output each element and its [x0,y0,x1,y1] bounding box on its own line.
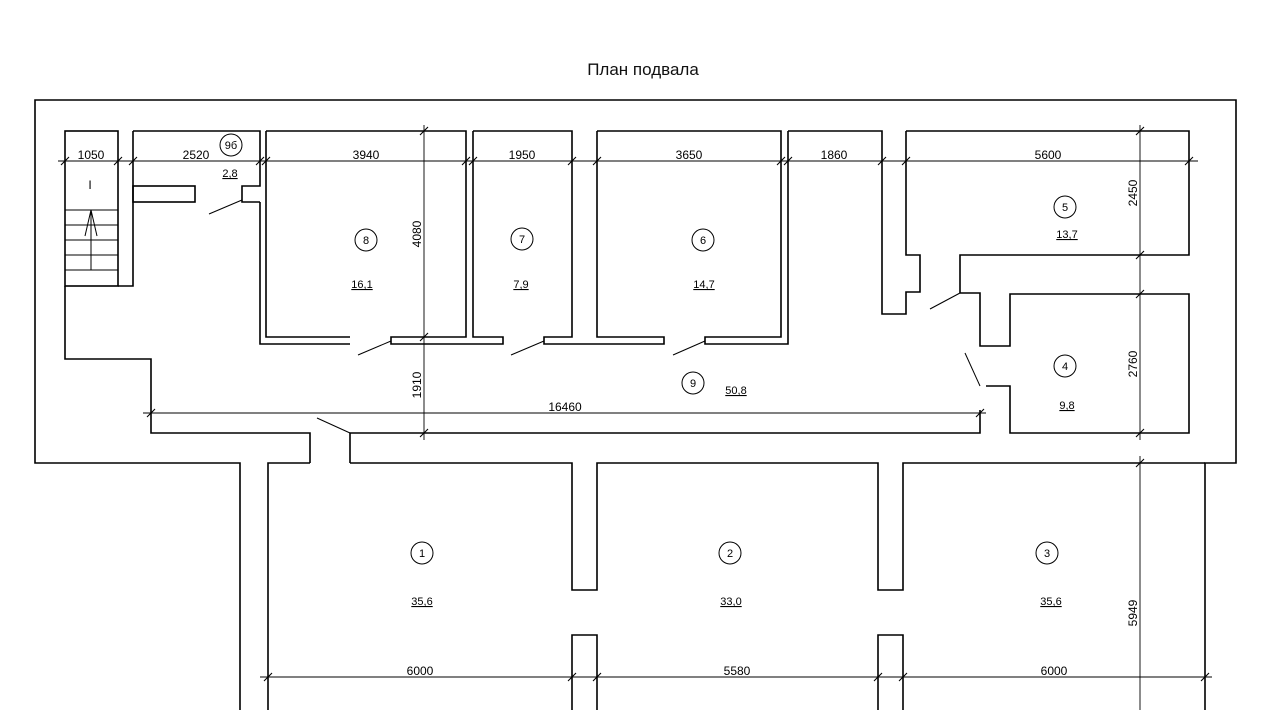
room-5-walls [906,130,1190,293]
room-1-marker: 1 35,6 [410,541,434,608]
room-8-door [357,340,392,356]
corridor-door [316,417,351,434]
dim-5600: 5600 [1035,148,1062,162]
room-5-marker: 5 13,7 [1053,195,1078,241]
room-number: 6 [700,235,706,247]
room-1860-walls [788,130,921,315]
outer-wall [34,99,1237,710]
dim-1910: 1910 [410,371,424,398]
stair-label: I [88,178,91,192]
dim-1860: 1860 [821,148,848,162]
dim-2760: 2760 [1126,350,1140,377]
room-number: 3 [1044,548,1050,560]
stair-wall [118,131,134,287]
dim-2520: 2520 [183,148,210,162]
room-number: 9 [690,378,696,390]
room-6-walls [597,130,789,345]
corridor-left-wall [64,286,311,463]
room-9-marker: 9 50,8 [681,371,747,397]
room-9b-marker: 9б 2,8 [219,133,243,180]
stair-well [64,130,119,287]
room-4-door [964,352,981,387]
room-9b-wall [133,130,261,203]
room-area: 50,8 [725,385,746,397]
room-number: 7 [519,234,525,246]
room-7-door [510,340,545,356]
room-1-left-wall [267,462,310,710]
dimension-lines [58,125,1212,710]
dim-2450: 2450 [1126,179,1140,206]
room-5-door [929,292,961,310]
room-area: 14,7 [693,279,714,291]
dim-16460: 16460 [548,400,582,414]
dim-1950: 1950 [509,148,536,162]
dim-3650: 3650 [676,148,703,162]
dim-6000-right: 6000 [1041,664,1068,678]
room-number: 4 [1062,361,1068,373]
room-6-door [672,340,706,356]
room-8-wall-inner [265,131,350,338]
room-4-walls [960,292,1190,434]
room-area: 35,6 [1040,596,1061,608]
corridor-bottom-wall [349,410,981,463]
plan-title: План подвала [587,60,699,79]
room-9b-door [208,199,243,215]
room-area: 7,9 [513,279,528,291]
room-7-6-walls [473,130,665,345]
room-area: 13,7 [1056,229,1077,241]
dim-6000-left: 6000 [407,664,434,678]
room-number: 2 [727,548,733,560]
room-8-7-walls [266,130,504,345]
room-area: 33,0 [720,596,741,608]
pier-2-3 [877,634,904,710]
room-6-marker: 6 14,7 [691,228,715,291]
stair-steps [65,209,118,271]
dim-4080: 4080 [410,220,424,247]
dim-5580: 5580 [724,664,751,678]
room-number: 9б [225,140,237,152]
room-number: 8 [363,235,369,247]
room-area: 2,8 [222,168,237,180]
room-area: 16,1 [351,279,372,291]
room-8-marker: 8 16,1 [351,228,378,291]
dim-5949: 5949 [1126,599,1140,626]
room-9b-partition [132,185,196,203]
room-7-marker: 7 7,9 [510,227,534,291]
room-2-marker: 2 33,0 [718,541,742,608]
room-number: 1 [419,548,425,560]
pier-1-2 [571,634,598,710]
room-4-marker: 4 9,8 [1053,354,1077,412]
dim-3940: 3940 [353,148,380,162]
room-number: 5 [1062,202,1068,214]
room-area: 9,8 [1059,400,1074,412]
room-8-bottom-left [259,202,350,345]
room-3-marker: 3 35,6 [1035,541,1062,608]
room-area: 35,6 [411,596,432,608]
dim-1050: 1050 [78,148,105,162]
rooms-1-2-3-top-wall [350,462,1205,591]
